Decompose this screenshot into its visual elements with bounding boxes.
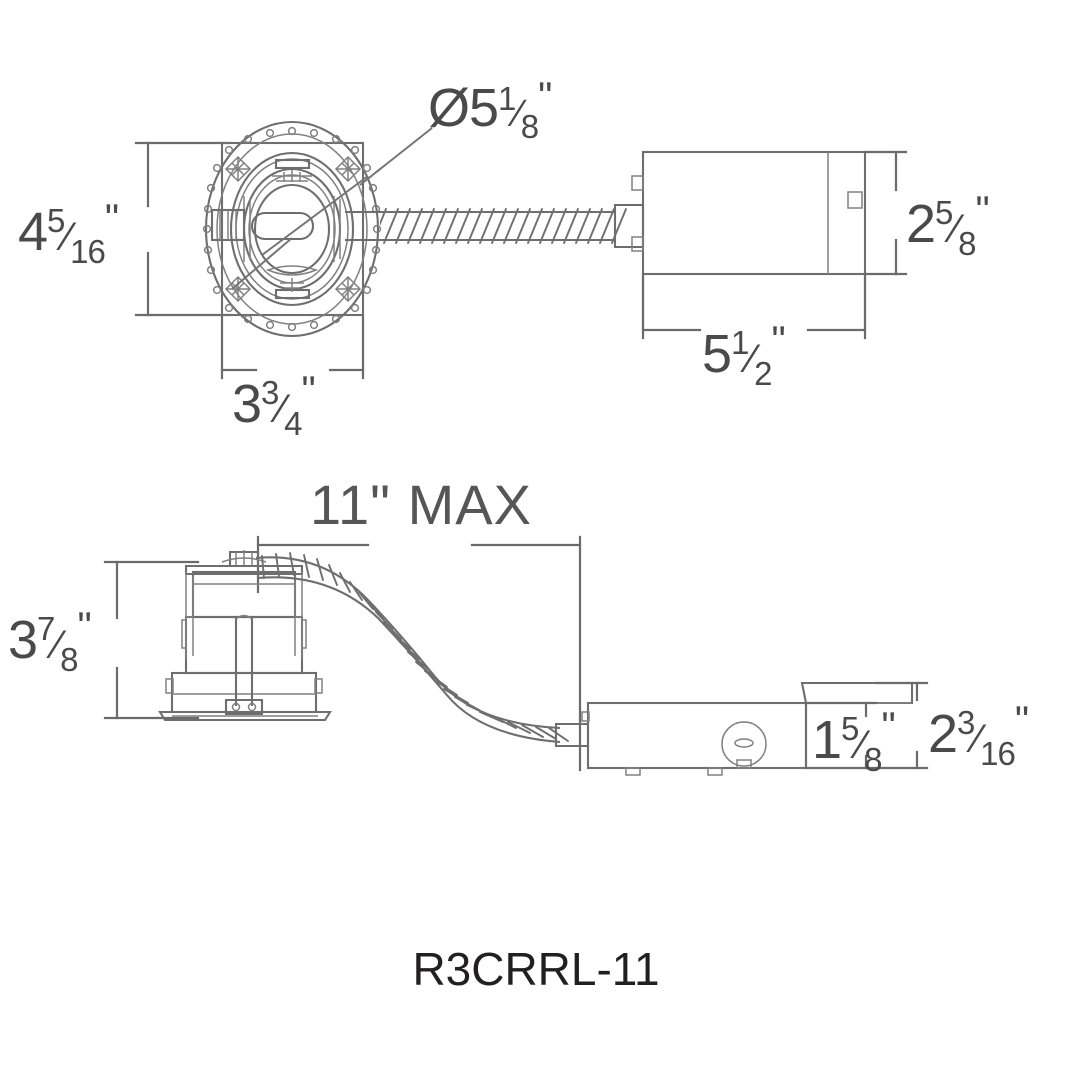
max-span-text: 11" MAX (310, 473, 532, 536)
plan-view-housing (134, 120, 382, 380)
diameter-denominator: 8 (521, 108, 538, 145)
height-dimension-2-5-8 (863, 150, 908, 276)
corner-clips (224, 155, 362, 303)
svg-text:15⁄8": 15⁄8" (812, 705, 895, 778)
length-dimension-5-1-2 (641, 272, 867, 340)
max-span-dimension (256, 535, 582, 772)
max-span-label: 11" MAX (310, 473, 532, 536)
model-number-label: R3CRRL-11 (412, 943, 659, 995)
length-label-5-1-2: 51⁄2" (702, 319, 786, 392)
perforation-holes (202, 126, 382, 332)
height-dimension-4-5-16 (134, 141, 231, 317)
box-overall-height-label-2-3-16: 23⁄16" (928, 699, 1029, 772)
svg-text:23⁄16": 23⁄16" (928, 699, 1028, 772)
svg-text:25⁄8": 25⁄8" (906, 189, 989, 262)
box-height-dimension (804, 701, 878, 770)
width-dimension-3-3-4 (220, 313, 365, 380)
diameter-label-5-1-8: Ø51⁄8" (359, 75, 552, 186)
svg-text:33⁄4": 33⁄4" (232, 369, 315, 442)
flex-conduit-section (255, 552, 590, 748)
svg-text:Ø51⁄8": Ø51⁄8" (428, 75, 551, 145)
width-label-3-3-4: 33⁄4" (232, 369, 316, 442)
diameter-unit: " (538, 75, 551, 119)
svg-text:37⁄8": 37⁄8" (8, 605, 91, 678)
diameter-prefix: Ø5 (428, 78, 498, 138)
section-elevation-view (103, 535, 929, 776)
svg-text:51⁄2": 51⁄2" (702, 319, 785, 392)
flex-conduit-plan (345, 203, 645, 249)
box-height-label-1-5-8: 15⁄8" (812, 705, 896, 778)
junction-box-plan (631, 150, 908, 340)
svg-text:45⁄16": 45⁄16" (18, 197, 118, 270)
diameter-numerator: 1 (498, 80, 515, 117)
height-label-2-5-8: 25⁄8" (906, 189, 990, 262)
height-label-4-5-16: 45⁄16" (18, 197, 119, 270)
fixture-height-label-3-7-8: 37⁄8" (8, 605, 92, 678)
box-overall-height-dimension (874, 681, 929, 770)
knockout-screw (721, 721, 767, 769)
fixture-height-dimension (103, 560, 200, 720)
recessed-fixture-section (158, 550, 332, 722)
